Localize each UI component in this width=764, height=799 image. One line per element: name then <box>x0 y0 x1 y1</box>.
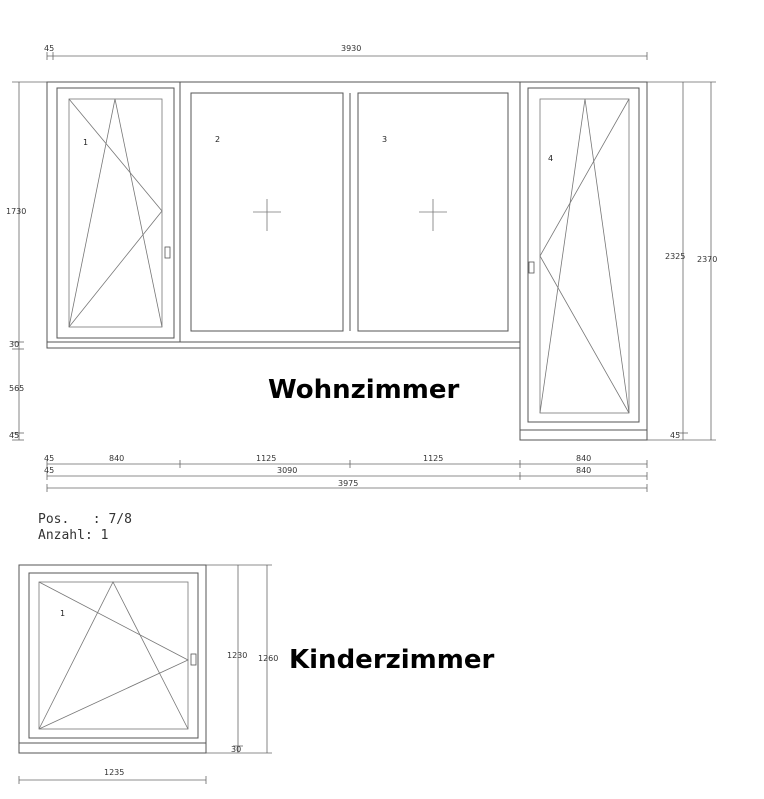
bottom-row2-end: 840 <box>576 466 591 475</box>
top-dim-left: 45 <box>44 44 54 53</box>
pane-4: 4 <box>519 81 648 441</box>
handle-icon <box>190 653 197 666</box>
bottom-row2-mid: 3090 <box>277 466 297 475</box>
bottom-row3-overall: 3975 <box>338 479 358 488</box>
window-frame: 1 2 3 <box>46 81 648 441</box>
pane-2: 2 <box>190 92 344 332</box>
bottom-dimensions: 45 840 1125 1125 840 45 3090 840 3975 <box>44 454 648 492</box>
kinderzimmer-bottom-dimension: 1235 <box>18 768 207 784</box>
bottom-row1-start: 45 <box>44 454 54 463</box>
top-dimension: 45 3930 <box>44 44 648 60</box>
bottom-row2-start: 45 <box>44 466 54 475</box>
kinder-dim-outer: 1260 <box>258 654 278 663</box>
right-dim-inner: 2325 <box>665 252 685 261</box>
bottom-row1-seg4: 840 <box>576 454 591 463</box>
right-dimension: 2325 2370 45 <box>647 81 717 441</box>
kinderzimmer-window-group: 1 1230 1260 30 1235 Kinderzimmer <box>18 564 494 784</box>
room-label-kinderzimmer: Kinderzimmer <box>289 645 494 675</box>
left-dim-height: 1730 <box>6 207 26 216</box>
kinder-dim-inner: 1230 <box>227 651 247 660</box>
kinderzimmer-right-dimension: 1230 1260 30 <box>206 564 278 754</box>
top-dim-overall: 3930 <box>341 44 361 53</box>
bottom-row1-seg3: 1125 <box>423 454 443 463</box>
left-dim-lower: 565 <box>9 384 24 393</box>
pane-3: 3 <box>357 92 509 332</box>
bottom-row1-seg1: 840 <box>109 454 124 463</box>
position-line: Pos. : 7/8 <box>38 512 132 527</box>
wohnzimmer-window-group: 45 3930 1730 30 565 45 2325 2370 45 <box>6 44 717 492</box>
handle-icon <box>528 261 535 274</box>
handle-icon <box>164 246 171 259</box>
position-info: Pos. : 7/8 Anzahl: 1 <box>38 512 132 543</box>
bottom-row1-seg2: 1125 <box>256 454 276 463</box>
pane-number-3: 3 <box>382 135 387 144</box>
pane-number-1: 1 <box>83 138 88 147</box>
pane-number-4: 4 <box>548 154 553 163</box>
left-dim-bottom: 45 <box>9 431 19 440</box>
kinder-dim-sill: 30 <box>231 745 241 754</box>
left-dim-sill: 30 <box>9 340 19 349</box>
pane-number-1: 1 <box>60 609 65 618</box>
right-dim-bottom: 45 <box>670 431 680 440</box>
left-dimension: 1730 30 565 45 <box>6 81 47 441</box>
room-label-wohnzimmer: Wohnzimmer <box>268 375 459 405</box>
pane-1: 1 <box>56 87 175 339</box>
quantity-line: Anzahl: 1 <box>38 528 108 543</box>
pane-number-2: 2 <box>215 135 220 144</box>
right-dim-outer: 2370 <box>697 255 717 264</box>
kinder-dim-bottom: 1235 <box>104 768 124 777</box>
